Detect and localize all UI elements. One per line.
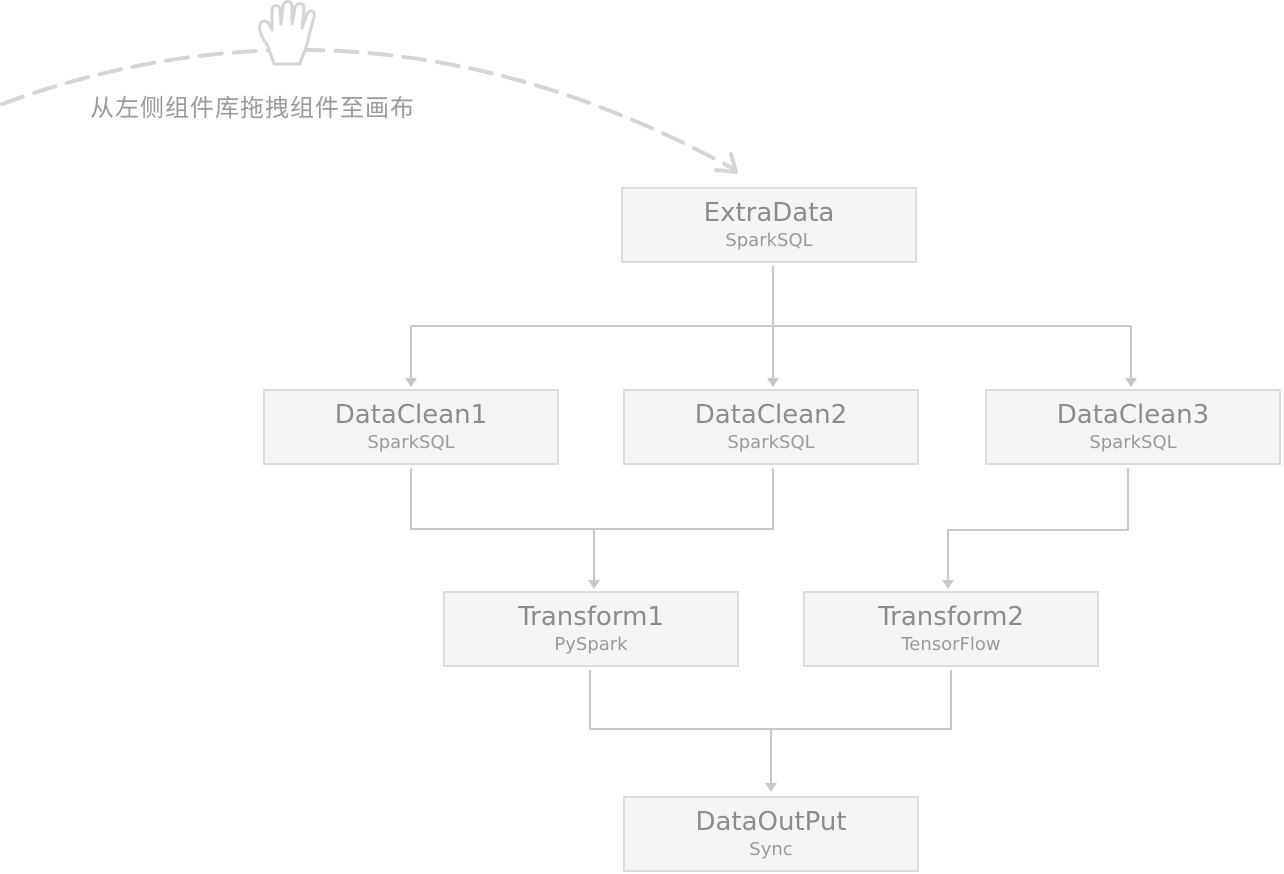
connector-transform-merge <box>589 670 952 730</box>
drag-hint-arrowhead <box>714 152 738 174</box>
node-title: DataClean2 <box>694 400 848 430</box>
node-engine: SparkSQL <box>1089 432 1177 453</box>
node-title: Transform1 <box>518 602 664 632</box>
arrowhead-dataclean1 <box>405 378 417 387</box>
node-title: Transform2 <box>878 602 1024 632</box>
node-title: DataClean1 <box>334 400 488 430</box>
node-extradata[interactable]: ExtraData SparkSQL <box>621 187 917 263</box>
node-transform1[interactable]: Transform1 PySpark <box>443 591 739 667</box>
node-engine: SparkSQL <box>725 230 813 251</box>
node-engine: TensorFlow <box>901 634 1001 655</box>
hand-icon <box>258 0 316 66</box>
arrowhead-dataclean3 <box>1125 378 1137 387</box>
node-title: ExtraData <box>703 198 835 228</box>
connectors-layer <box>405 266 1137 792</box>
arrowhead-transform1 <box>588 580 600 589</box>
node-engine: PySpark <box>554 634 628 655</box>
drag-hint-text: 从左侧组件库拖拽组件至画布 <box>90 94 415 122</box>
connector-dataclean3-transform2 <box>947 468 1129 582</box>
drag-hint-arc <box>0 47 734 170</box>
node-dataclean1[interactable]: DataClean1 SparkSQL <box>263 389 559 465</box>
node-dataoutput[interactable]: DataOutPut Sync <box>623 796 919 872</box>
arrowhead-dataclean2 <box>767 378 779 387</box>
node-engine: Sync <box>749 839 793 860</box>
connector-dataclean1-2-merge <box>410 468 774 530</box>
node-dataclean3[interactable]: DataClean3 SparkSQL <box>985 389 1281 465</box>
node-dataclean2[interactable]: DataClean2 SparkSQL <box>623 389 919 465</box>
node-engine: SparkSQL <box>727 432 815 453</box>
node-engine: SparkSQL <box>367 432 455 453</box>
node-title: DataOutPut <box>695 807 847 837</box>
arrowhead-transform2 <box>942 580 954 589</box>
node-transform2[interactable]: Transform2 TensorFlow <box>803 591 1099 667</box>
arrowhead-dataoutput <box>765 783 777 792</box>
node-title: DataClean3 <box>1056 400 1210 430</box>
